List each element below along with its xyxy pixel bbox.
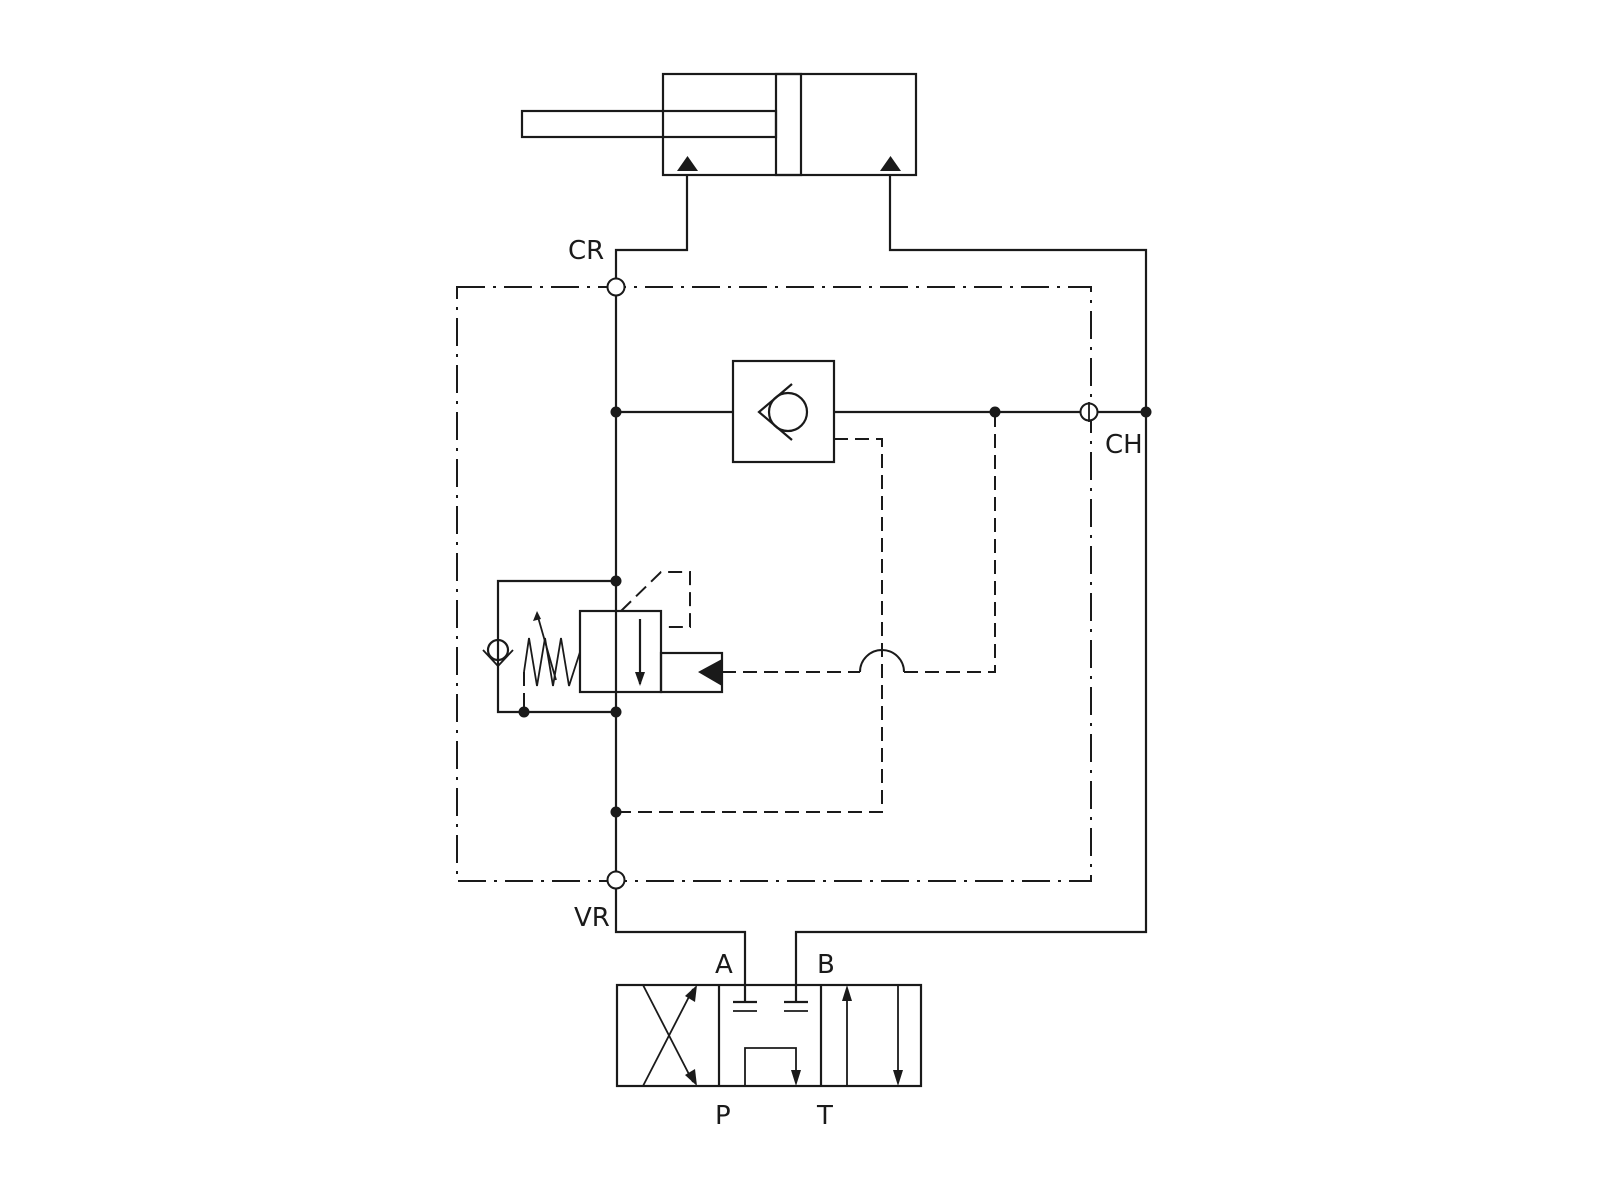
centre-p-to-t	[744, 1047, 797, 1086]
internal-pilot-line	[620, 571, 691, 628]
counterbalance-valve	[482, 571, 724, 714]
junction-dot	[610, 406, 622, 418]
pilot-lines	[616, 412, 996, 813]
cross-flow-arrowhead-icon	[685, 1069, 697, 1086]
cross-flow-arrowhead-icon	[685, 985, 697, 1002]
junction-dot	[1140, 406, 1152, 418]
junction-dot	[610, 806, 622, 818]
label-t: T	[816, 1101, 833, 1131]
junction-dot	[610, 706, 622, 718]
cross-flow-arrow	[642, 984, 694, 1083]
parallel-arrowhead-icon	[893, 1070, 903, 1086]
check-valve-body	[731, 359, 836, 464]
check-valve-seat-icon	[757, 383, 793, 441]
cap-port-marker-icon	[880, 156, 901, 171]
line-crossover-hop-icon	[859, 649, 905, 673]
cylinder-rod	[520, 109, 778, 139]
spring-adjust-arrowhead-icon	[533, 611, 541, 621]
label-cr: CR	[568, 236, 604, 266]
port-cr-icon	[606, 277, 626, 297]
relief-valve-arrowhead-icon	[635, 672, 645, 686]
cylinder-piston	[774, 72, 803, 177]
pilot-line-from-ch	[904, 412, 996, 673]
port-ch-icon	[1079, 402, 1099, 422]
check-valve-pilot-line	[616, 438, 883, 813]
cross-flow-arrow	[642, 988, 694, 1087]
bypass-check-seat-icon	[482, 649, 514, 668]
spring-adjust-arrow	[537, 616, 557, 681]
directional-control-valve	[615, 983, 923, 1088]
label-vr: VR	[574, 903, 610, 933]
hydraulic-cylinder	[520, 72, 918, 177]
bypass-line	[496, 579, 616, 714]
line-vr-to-a	[614, 888, 747, 1002]
label-b: B	[817, 950, 835, 980]
junction-dot	[989, 406, 1001, 418]
relief-valve-body	[578, 609, 663, 694]
centre-arrowhead-icon	[791, 1070, 801, 1086]
bypass-check-ball-icon	[486, 638, 510, 662]
cylinder-barrel	[661, 72, 918, 177]
junction-dots	[518, 406, 1152, 818]
parallel-arrowhead-icon	[842, 985, 852, 1001]
junction-dot	[518, 706, 530, 718]
line-cylinder-to-cr	[614, 175, 689, 279]
dcv-outline	[615, 983, 923, 1088]
check-valve-ball-icon	[767, 391, 809, 433]
rod-port-marker-icon	[677, 156, 698, 171]
pilot-check-valve	[731, 359, 836, 464]
label-p: P	[715, 1101, 731, 1131]
adjustable-spring-icon	[523, 637, 581, 687]
junction-dot	[610, 575, 622, 587]
pilot-pressure-triangle-icon	[698, 659, 722, 686]
label-a: A	[715, 950, 733, 980]
manifold-block-boundary	[456, 286, 1092, 882]
port-vr-icon	[606, 870, 626, 890]
line-cylinder-to-b	[794, 175, 1148, 1002]
label-ch: CH	[1105, 430, 1143, 460]
